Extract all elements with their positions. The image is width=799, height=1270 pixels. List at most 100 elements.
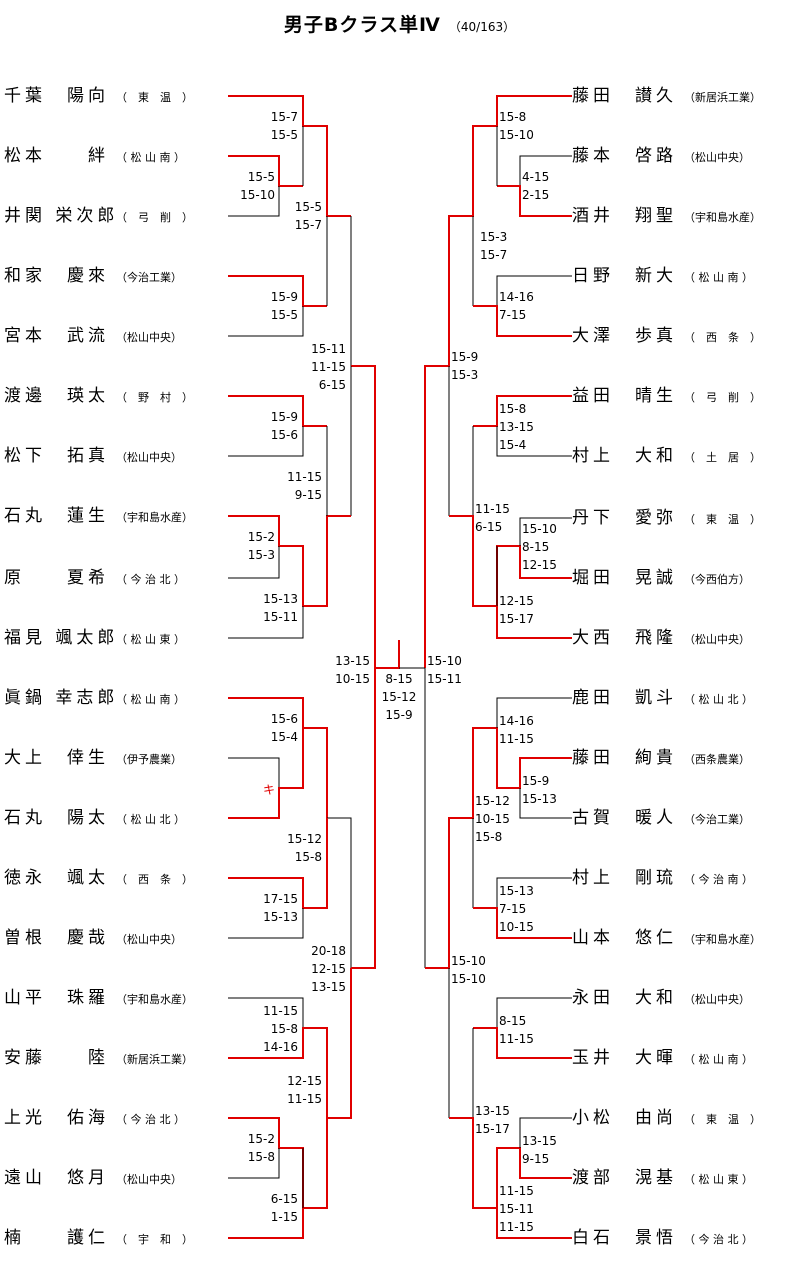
score-r-r3-c: 15-12 10-15 15-8 bbox=[475, 794, 510, 844]
score-r-r3-a: 15-3 15-7 bbox=[480, 230, 508, 262]
bracket-line bbox=[228, 306, 304, 337]
score-r-r1-d: 13-15 9-15 bbox=[522, 1134, 557, 1166]
player-school: （伊予農業） bbox=[116, 753, 182, 766]
player-school: （西条農業） bbox=[684, 753, 750, 766]
player-name: 大澤 歩真 bbox=[572, 326, 677, 346]
right-player-18: 小松 由尚（ 東 温 ） bbox=[572, 1106, 761, 1130]
bracket-line bbox=[496, 275, 572, 306]
left-player-20: 楠 護仁（ 宇 和 ） bbox=[4, 1226, 193, 1250]
player-name: 白石 景悟 bbox=[572, 1228, 677, 1248]
winner-path bbox=[424, 95, 572, 668]
left-player-4: 和家 慶來（今治工業） bbox=[4, 264, 182, 288]
score-r-r2-f: 15-13 7-15 10-15 bbox=[499, 884, 534, 934]
player-school: （松山中央） bbox=[684, 993, 750, 1006]
right-player-8: 丹下 愛弥（ 東 温 ） bbox=[572, 506, 761, 530]
winner-path bbox=[449, 1117, 572, 1209]
withdraw-mark: キ bbox=[263, 783, 276, 797]
winner-path bbox=[497, 185, 572, 217]
score-l-r1-a: 15-5 15-10 bbox=[240, 170, 275, 202]
player-school: （ 西 条 ） bbox=[684, 331, 761, 344]
right-player-7: 村上 大和 （ 土 居 ） bbox=[572, 444, 761, 468]
player-name: 益田 晴生 bbox=[572, 386, 677, 406]
score-l-r3-c: 15-12 15-8 bbox=[287, 832, 322, 864]
score-l-r3-b: 11-15 9-15 bbox=[287, 470, 322, 502]
player-name: 千葉 陽向 bbox=[4, 86, 109, 106]
right-player-1: 藤田 讃久 （新居浜工業） bbox=[572, 84, 761, 108]
player-school: （松山中央） bbox=[116, 933, 182, 946]
player-name: 藤田 讃久 bbox=[572, 86, 677, 106]
winner-path bbox=[228, 275, 327, 307]
title-count: （40/163） bbox=[448, 20, 516, 34]
winner-path bbox=[473, 1027, 572, 1059]
player-school: （ 東 温 ） bbox=[684, 513, 761, 526]
bracket-line bbox=[228, 1148, 280, 1179]
player-school: （ 西 条 ） bbox=[116, 873, 193, 886]
left-player-17: 安藤 陸（新居浜工業） bbox=[4, 1046, 193, 1070]
score-r-r3-b: 11-15 6-15 bbox=[475, 502, 510, 534]
player-name: 村上 大和 bbox=[572, 446, 677, 466]
player-name: 渡部 滉基 bbox=[572, 1168, 677, 1188]
player-name: 藤本 啓路 bbox=[572, 146, 677, 166]
player-name: 石丸 陽太 bbox=[4, 808, 109, 828]
score-l-semi: 13-15 10-15 bbox=[335, 654, 370, 686]
player-school: （新居浜工業） bbox=[116, 1053, 193, 1066]
right-player-16: 永田 大和（松山中央） bbox=[572, 986, 750, 1010]
score-r-r3-d: 13-15 15-17 bbox=[475, 1104, 510, 1136]
bracket-line bbox=[228, 546, 280, 579]
right-player-5: 大澤 歩真 （ 西 条 ） bbox=[572, 324, 761, 348]
winner-path bbox=[228, 95, 351, 217]
winner-path bbox=[425, 727, 572, 969]
player-school: （松山中央） bbox=[684, 151, 750, 164]
left-player-13: 石丸 陽太（ 松 山 北 ） bbox=[4, 806, 185, 830]
bracket-line bbox=[496, 697, 572, 728]
player-school: （ 土 居 ） bbox=[684, 451, 761, 464]
winner-path bbox=[228, 1208, 304, 1239]
winner-path bbox=[228, 968, 352, 1119]
page-title: 男子Bクラス単Ⅳ（40/163） bbox=[0, 10, 799, 37]
score-l-r2-h: 6-15 1-15 bbox=[270, 1192, 298, 1224]
player-school: （ 東 温 ） bbox=[684, 1113, 761, 1126]
final-winner-line bbox=[375, 640, 400, 669]
winner-path bbox=[228, 728, 304, 819]
player-school: （新居浜工業） bbox=[684, 91, 761, 104]
left-player-11: 眞鍋 幸志郎（ 松 山 南 ） bbox=[4, 686, 185, 710]
player-name: 徳永 颯太 bbox=[4, 868, 109, 888]
left-player-12: 大上 倖生（伊予農業） bbox=[4, 746, 182, 770]
score-r-r4-a: 15-9 15-3 bbox=[451, 350, 479, 382]
left-player-9: 原 夏希（ 今 治 北 ） bbox=[4, 566, 185, 590]
score-l-r1-b: 15-2 15-3 bbox=[247, 530, 275, 562]
score-r-r2-b: 14-16 7-15 bbox=[499, 290, 534, 322]
player-school: （ 松 山 東 ） bbox=[684, 1173, 753, 1186]
player-school: （ 今 治 南 ） bbox=[684, 873, 753, 886]
right-player-2: 藤本 啓路 （松山中央） bbox=[572, 144, 750, 168]
score-r-semi: 15-10 15-11 bbox=[427, 654, 462, 686]
right-player-14: 村上 剛琉（ 今 治 南 ） bbox=[572, 866, 753, 890]
player-name: 渡邊 瑛太 bbox=[4, 386, 109, 406]
player-school: （今治工業） bbox=[684, 813, 750, 826]
left-player-3: 井関 栄次郎（ 弓 削 ） bbox=[4, 204, 193, 228]
player-school: （ 宇 和 ） bbox=[116, 1233, 193, 1246]
score-r-r2-d: 12-15 15-17 bbox=[499, 594, 534, 626]
player-name: 福見 颯太郎 bbox=[4, 628, 119, 648]
player-name: 松下 拓真 bbox=[4, 446, 109, 466]
player-name: 鹿田 凱斗 bbox=[572, 688, 677, 708]
left-player-1: 千葉 陽向（ 東 温 ） bbox=[4, 84, 193, 108]
score-l-r2-f: 17-15 15-13 bbox=[263, 892, 298, 924]
score-r-r2-a: 15-8 15-10 bbox=[499, 110, 534, 142]
player-school: （ 松 山 北 ） bbox=[684, 693, 753, 706]
player-school: （ 今 治 北 ） bbox=[684, 1233, 753, 1246]
left-player-7: 松下 拓真（松山中央） bbox=[4, 444, 182, 468]
winner-path bbox=[228, 395, 327, 427]
right-player-15: 山本 悠仁（宇和島水産） bbox=[572, 926, 761, 950]
player-name: 日野 新大 bbox=[572, 266, 677, 286]
player-school: （ 松 山 南 ） bbox=[684, 271, 753, 284]
winner-path bbox=[473, 305, 572, 337]
player-name: 藤田 絢貴 bbox=[572, 748, 677, 768]
left-player-6: 渡邊 瑛太（ 野 村 ） bbox=[4, 384, 193, 408]
right-player-10: 大西 飛隆（松山中央） bbox=[572, 626, 750, 650]
left-player-14: 徳永 颯太 （ 西 条 ） bbox=[4, 866, 193, 890]
player-school: （ 今 治 北 ） bbox=[116, 573, 185, 586]
bracket-line bbox=[519, 517, 572, 546]
score-r-r2-h: 11-15 15-11 11-15 bbox=[499, 1184, 534, 1234]
